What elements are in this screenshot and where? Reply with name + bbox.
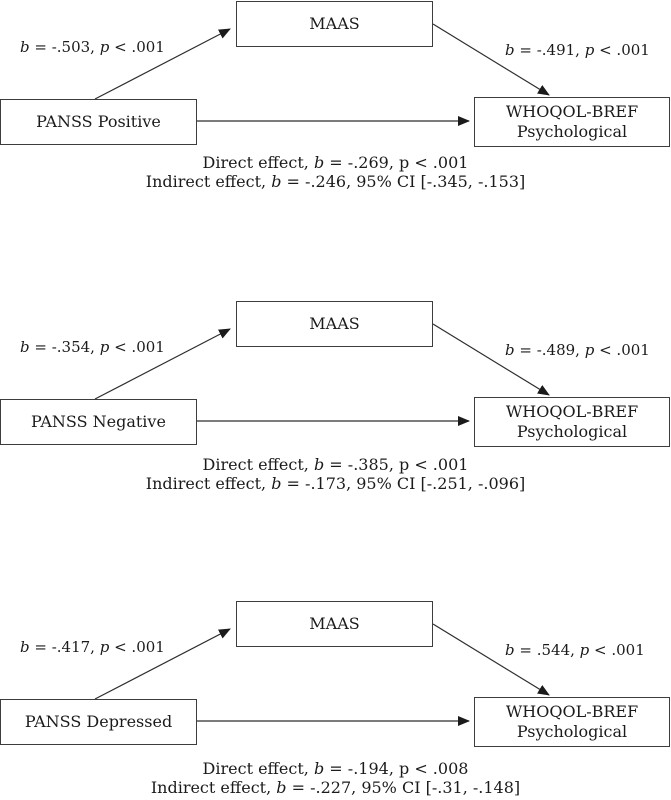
- path-a-coefficient: b = -.417, p < .001: [20, 638, 165, 656]
- coef-value: = -.503,: [29, 38, 100, 56]
- p-value: < .001: [594, 41, 650, 59]
- indirect-value: = -.227, 95% CI [-.31, -.148]: [286, 778, 521, 797]
- indirect-value: = -.246, 95% CI [-.345, -.153]: [281, 172, 526, 191]
- outcome-label-line1: WHOQOL-BREF: [505, 402, 639, 421]
- effects-caption: Direct effect, b = -.269, p < .001 Indir…: [0, 153, 671, 191]
- p-symbol: p: [99, 38, 110, 56]
- coef-value: = -.354,: [29, 338, 100, 356]
- indirect-effect-text: Indirect effect, b = -.246, 95% CI [-.34…: [0, 172, 671, 191]
- p-symbol: p: [584, 341, 595, 359]
- effects-caption: Direct effect, b = -.385, p < .001 Indir…: [0, 455, 671, 493]
- path-b-coefficient: b = -.491, p < .001: [505, 41, 650, 59]
- indirect-value: = -.173, 95% CI [-.251, -.096]: [281, 474, 526, 493]
- path-b-arrow: [432, 23, 550, 96]
- mediator-box: MAAS: [236, 301, 433, 347]
- predictor-label: PANSS Depressed: [24, 712, 173, 731]
- outcome-label-line2: Psychological: [516, 422, 628, 441]
- direct-value: = -.194, p < .008: [324, 759, 469, 778]
- b-symbol: b: [271, 474, 282, 493]
- coef-value: = -.417,: [29, 638, 100, 656]
- indirect-effect-text: Indirect effect, b = -.227, 95% CI [-.31…: [0, 778, 671, 797]
- outcome-box: WHOQOL-BREF Psychological: [474, 397, 670, 447]
- indirect-prefix: Indirect effect,: [145, 474, 272, 493]
- predictor-box: PANSS Negative: [0, 399, 197, 445]
- indirect-effect-text: Indirect effect, b = -.173, 95% CI [-.25…: [0, 474, 671, 493]
- p-value: < .001: [109, 38, 165, 56]
- path-a-arrow: [94, 28, 231, 100]
- indirect-prefix: Indirect effect,: [150, 778, 277, 797]
- outcome-box: WHOQOL-BREF Psychological: [474, 97, 670, 147]
- b-symbol: b: [313, 759, 325, 778]
- predictor-label: PANSS Negative: [31, 412, 166, 431]
- direct-prefix: Direct effect,: [202, 153, 314, 172]
- p-value: < .001: [594, 341, 650, 359]
- mediator-box: MAAS: [236, 1, 433, 47]
- predictor-box: PANSS Positive: [0, 99, 197, 145]
- path-b-arrow: [432, 323, 550, 396]
- predictor-box: PANSS Depressed: [0, 699, 197, 745]
- path-a-coefficient: b = -.503, p < .001: [20, 38, 165, 56]
- coef-value: = -.489,: [514, 341, 585, 359]
- coef-value: = .544,: [514, 641, 580, 659]
- p-symbol: p: [99, 338, 110, 356]
- mediation-panel-positive: MAAS PANSS Positive WHOQOL-BREF Psycholo…: [0, 0, 671, 300]
- p-symbol: p: [584, 41, 595, 59]
- outcome-label-line1: WHOQOL-BREF: [505, 702, 639, 721]
- b-symbol: b: [313, 153, 325, 172]
- indirect-prefix: Indirect effect,: [145, 172, 272, 191]
- b-symbol: b: [313, 455, 325, 474]
- path-b-coefficient: b = -.489, p < .001: [505, 341, 650, 359]
- b-symbol: b: [505, 341, 515, 359]
- direct-effect-text: Direct effect, b = -.194, p < .008: [0, 759, 671, 778]
- b-symbol: b: [276, 778, 287, 797]
- p-value: < .001: [109, 338, 165, 356]
- direct-prefix: Direct effect,: [202, 759, 314, 778]
- b-symbol: b: [505, 641, 515, 659]
- coef-value: = -.491,: [514, 41, 585, 59]
- mediation-panel-negative: MAAS PANSS Negative WHOQOL-BREF Psycholo…: [0, 300, 671, 600]
- direct-effect-text: Direct effect, b = -.269, p < .001: [0, 153, 671, 172]
- effects-caption: Direct effect, b = -.194, p < .008 Indir…: [0, 759, 671, 797]
- mediator-label: MAAS: [309, 614, 360, 633]
- mediation-panel-depressed: MAAS PANSS Depressed WHOQOL-BREF Psychol…: [0, 600, 671, 800]
- outcome-box: WHOQOL-BREF Psychological: [474, 697, 670, 747]
- outcome-label-line2: Psychological: [516, 122, 628, 141]
- predictor-label: PANSS Positive: [36, 112, 161, 131]
- p-symbol: p: [579, 641, 590, 659]
- mediator-label: MAAS: [309, 14, 360, 33]
- b-symbol: b: [20, 638, 30, 656]
- mediator-box: MAAS: [236, 601, 433, 647]
- outcome-label-line1: WHOQOL-BREF: [505, 102, 639, 121]
- p-value: < .001: [589, 641, 645, 659]
- path-a-coefficient: b = -.354, p < .001: [20, 338, 165, 356]
- direct-prefix: Direct effect,: [202, 455, 314, 474]
- b-symbol: b: [271, 172, 282, 191]
- b-symbol: b: [20, 38, 30, 56]
- path-a-arrow: [94, 328, 231, 400]
- p-symbol: p: [99, 638, 110, 656]
- p-value: < .001: [109, 638, 165, 656]
- outcome-label-line2: Psychological: [516, 722, 628, 741]
- mediator-label: MAAS: [309, 314, 360, 333]
- b-symbol: b: [20, 338, 30, 356]
- path-a-arrow: [94, 628, 231, 700]
- direct-value: = -.385, p < .001: [324, 455, 469, 474]
- b-symbol: b: [505, 41, 515, 59]
- direct-value: = -.269, p < .001: [324, 153, 469, 172]
- direct-effect-text: Direct effect, b = -.385, p < .001: [0, 455, 671, 474]
- path-b-coefficient: b = .544, p < .001: [505, 641, 645, 659]
- path-b-arrow: [432, 623, 550, 696]
